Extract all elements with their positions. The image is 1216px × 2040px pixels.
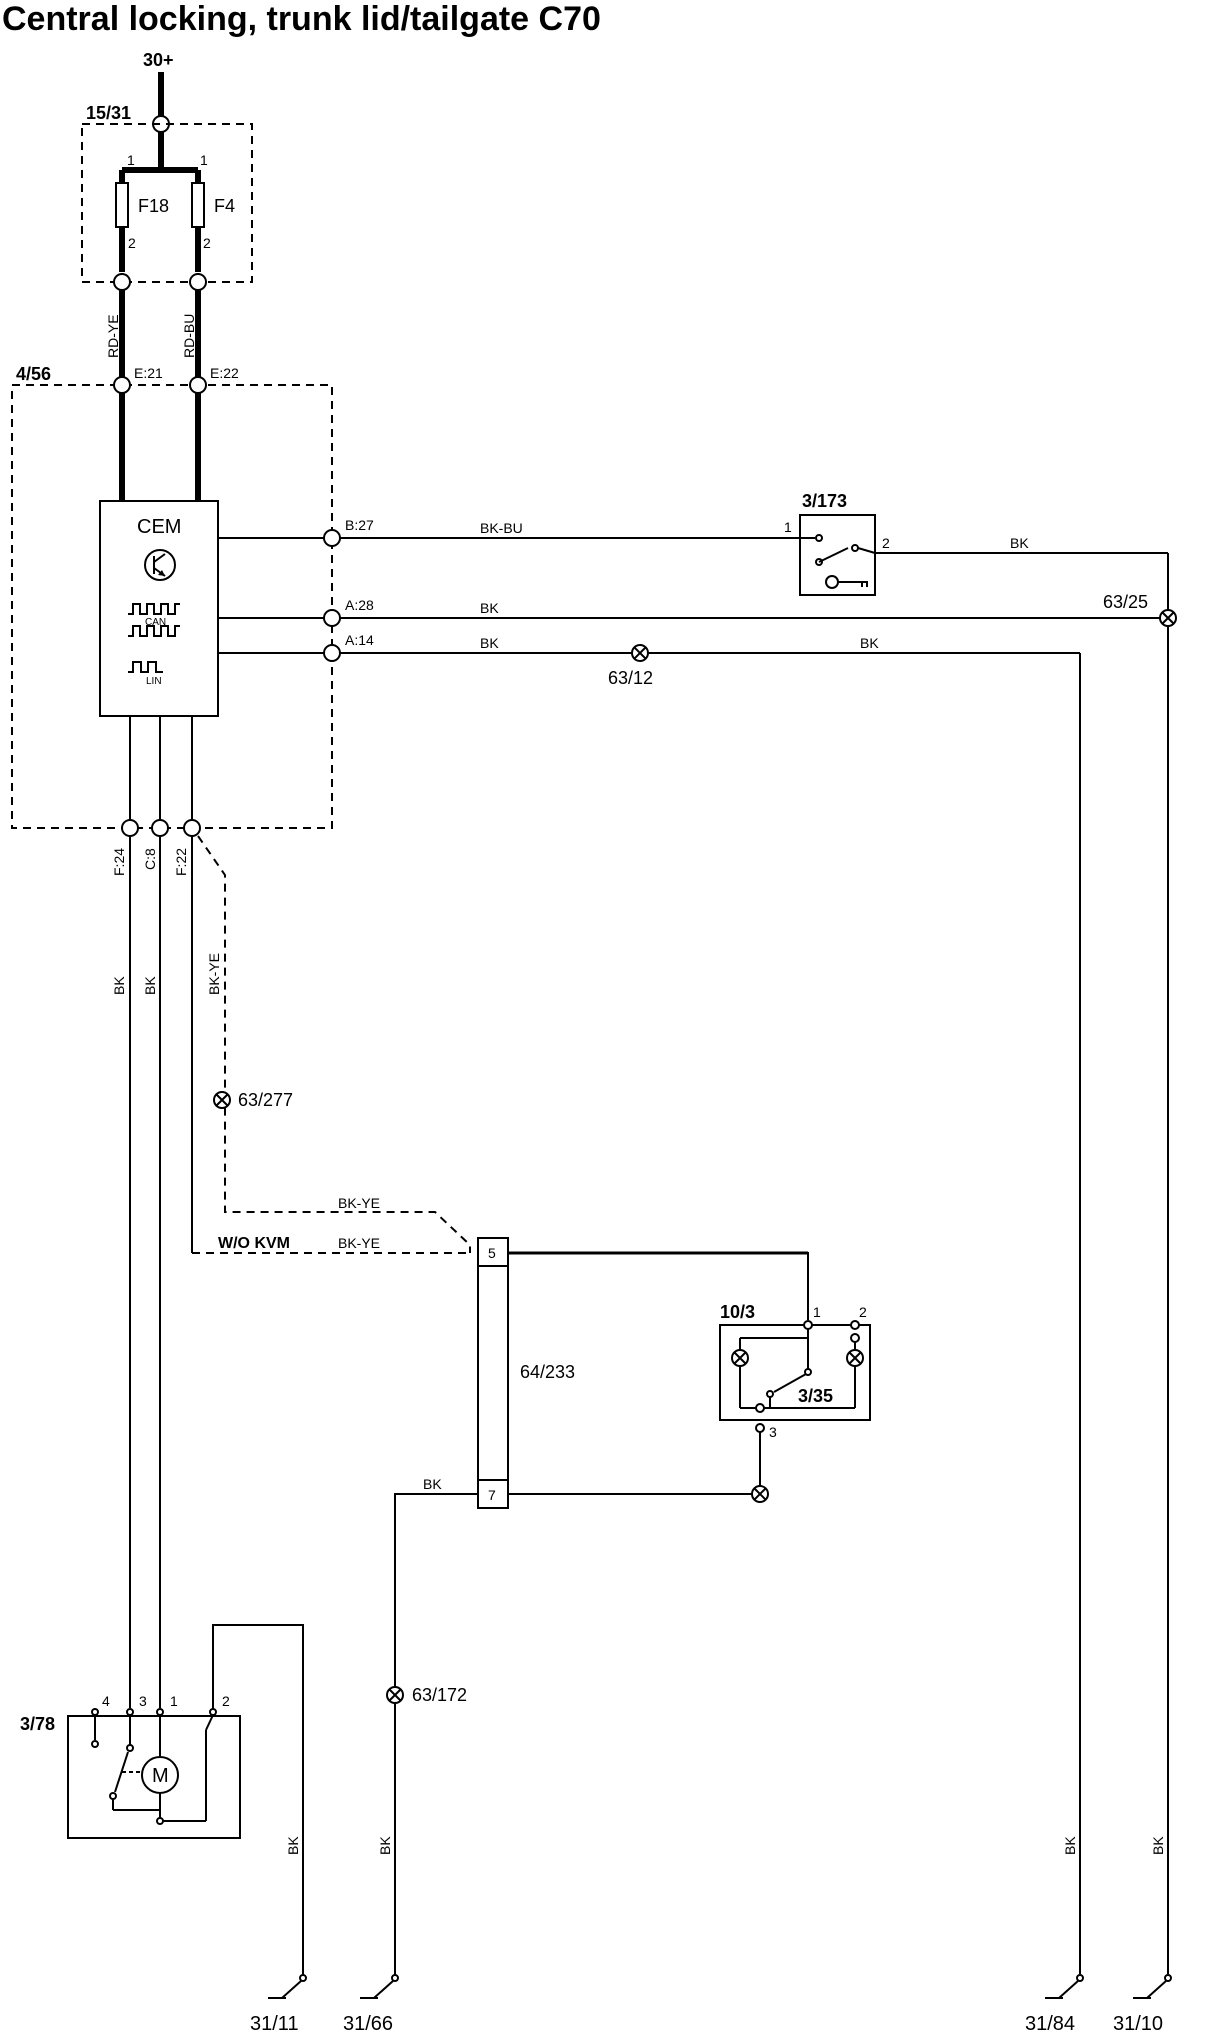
lamp-unit-pin3: 3 xyxy=(769,1424,777,1440)
connector-64-233-label: 64/233 xyxy=(520,1362,575,1382)
wire-bkye-upper-label: BK-YE xyxy=(338,1195,380,1211)
wire-rd-ye-label: RD-YE xyxy=(105,314,121,358)
cem-pin-e22: E:22 xyxy=(210,365,239,381)
ground-31-84-label: 31/84 xyxy=(1025,2013,1075,2035)
fuse-box-id: 15/31 xyxy=(86,103,131,123)
ground-31-10: 31/10 xyxy=(1113,1974,1172,2035)
splice-63-25-label: 63/25 xyxy=(1103,592,1148,612)
wire-a14-left-label: BK xyxy=(480,635,499,651)
splice-63-25 xyxy=(1159,609,1177,627)
can-signal-icon: CAN xyxy=(128,603,180,637)
wire-f22-label: BK-YE xyxy=(206,953,222,995)
fuse-f18 xyxy=(115,182,129,228)
cem-pin-f22: F:22 xyxy=(173,848,189,876)
can-label: CAN xyxy=(145,617,166,628)
motor-pin-2: 2 xyxy=(222,1693,230,1709)
diagram-title: Central locking, trunk lid/tailgate C70 xyxy=(2,0,601,38)
connector-pin5: 5 xyxy=(488,1245,496,1261)
fuse-f18-pin2: 2 xyxy=(128,235,136,251)
connector-64-233: 5 7 64/233 xyxy=(477,1237,575,1509)
lamp-icon-right xyxy=(846,1349,864,1367)
ground-31-66-label: 31/66 xyxy=(343,2013,393,2035)
splice-unlabeled xyxy=(751,1485,769,1503)
ground-31-11-label: 31/11 xyxy=(250,2013,299,2035)
cem-module-id: 4/56 xyxy=(16,364,51,384)
motor-pin-3: 3 xyxy=(139,1693,147,1709)
motor-unit-id: 3/78 xyxy=(20,1714,55,1734)
lamp-icon-left xyxy=(731,1349,749,1367)
fuse-f4-pin1: 1 xyxy=(200,152,208,168)
wire-gnd-10-label: BK xyxy=(1150,1836,1166,1855)
cem-module-4-56: 4/56 E:21 E:22 CEM CAN LIN xyxy=(11,364,374,876)
splice-63-277-label: 63/277 xyxy=(238,1090,293,1110)
connector-pin7: 7 xyxy=(488,1487,496,1503)
motor-pin-4: 4 xyxy=(102,1693,110,1709)
lamp-unit-pin2: 2 xyxy=(859,1304,867,1320)
ground-31-66: 31/66 xyxy=(343,1974,399,2035)
lin-label: LIN xyxy=(146,676,162,687)
fuse-f18-pin1: 1 xyxy=(127,152,135,168)
lamp-unit-10-3: 10/3 1 2 3 3/35 xyxy=(719,1302,871,1440)
wire-c8-label: BK xyxy=(142,976,158,995)
wire-gnd-11-label: BK xyxy=(285,1836,301,1855)
lamp-unit-id: 10/3 xyxy=(720,1302,755,1322)
switch-3-173: 3/173 1 2 xyxy=(784,491,890,596)
wire-b27-label: BK-BU xyxy=(480,520,523,536)
transistor-icon xyxy=(144,549,176,581)
wire-f24-label: BK xyxy=(111,976,127,995)
wire-pin7-left-label: BK xyxy=(423,1476,442,1492)
motor-label: M xyxy=(152,1765,169,1787)
cem-pin-b27: B:27 xyxy=(345,517,374,533)
wire-sw-out-label: BK xyxy=(1010,535,1029,551)
fuse-f4-label: F4 xyxy=(214,196,235,216)
splice-63-277 xyxy=(213,1091,231,1109)
fuse-box-15-31: 15/31 1 F18 2 1 F4 2 xyxy=(81,103,253,291)
splice-63-172 xyxy=(386,1686,404,1704)
cem-pin-c8: C:8 xyxy=(142,848,158,870)
switch-3-173-id: 3/173 xyxy=(802,491,847,511)
wire-gnd-84-label: BK xyxy=(1062,1836,1078,1855)
switch-3-173-pin2: 2 xyxy=(882,535,890,551)
splice-63-12-label: 63/12 xyxy=(608,668,653,688)
wire-bkye-lower-label: BK-YE xyxy=(338,1235,380,1251)
power-label: 30+ xyxy=(143,50,174,70)
switch-3-173-pin1: 1 xyxy=(784,519,792,535)
cem-pin-e21: E:21 xyxy=(134,365,163,381)
lamp-unit-pin1: 1 xyxy=(813,1304,821,1320)
splice-63-12 xyxy=(631,644,649,662)
lin-signal-icon: LIN xyxy=(128,661,163,687)
key-icon xyxy=(825,575,868,589)
wire-a14-right-label: BK xyxy=(860,635,879,651)
switch-3-35-label: 3/35 xyxy=(798,1386,833,1406)
cem-pin-a14: A:14 xyxy=(345,632,374,648)
fuse-f18-label: F18 xyxy=(138,196,169,216)
fuse-f4 xyxy=(191,182,205,228)
wire-a28-label: BK xyxy=(480,600,499,616)
wire-gnd-66-label: BK xyxy=(377,1836,393,1855)
cem-pin-a28: A:28 xyxy=(345,597,374,613)
cem-label: CEM xyxy=(137,516,181,538)
motor-pin-1: 1 xyxy=(170,1693,178,1709)
cem-pin-f24: F:24 xyxy=(111,848,127,876)
ground-31-10-label: 31/10 xyxy=(1113,2013,1163,2035)
ground-31-84: 31/84 xyxy=(1025,1974,1084,2035)
motor-unit-3-78: 3/78 4 3 1 2 M xyxy=(20,1693,241,1839)
splice-63-172-label: 63/172 xyxy=(412,1685,467,1705)
ground-31-11: 31/11 xyxy=(250,1974,307,2035)
wo-kvm-label: W/O KVM xyxy=(218,1235,290,1252)
motor-icon: M xyxy=(141,1756,179,1794)
cem-unit xyxy=(99,500,219,717)
wire-rd-bu-label: RD-BU xyxy=(181,314,197,358)
fuse-f4-pin2: 2 xyxy=(203,235,211,251)
